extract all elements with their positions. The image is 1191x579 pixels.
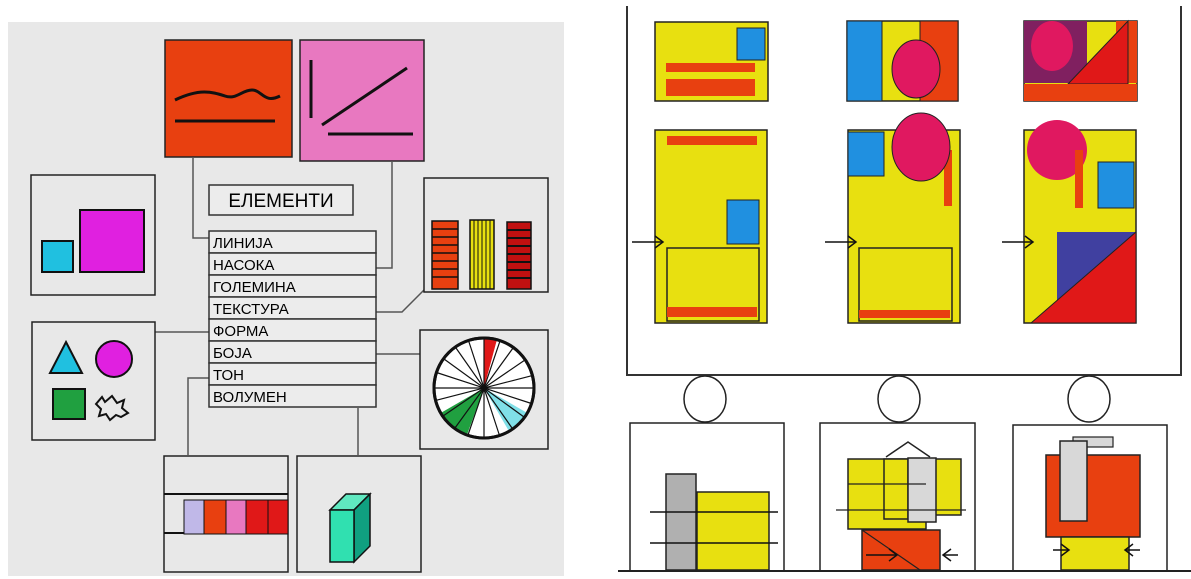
- small-square-icon: [42, 241, 73, 272]
- volume-element-box: [297, 456, 421, 572]
- viewer-head-icon: [684, 376, 726, 422]
- small-composition-1: [655, 22, 768, 101]
- tone-element-box: [164, 456, 288, 572]
- list-item-color: БОЈА: [213, 345, 252, 362]
- list-item-tone: ТОН: [213, 367, 244, 384]
- striped-red-texture-icon: [432, 221, 458, 289]
- large-composition-3: [1002, 120, 1136, 323]
- form-element-box: [32, 322, 155, 440]
- line-element-box: [165, 40, 292, 157]
- large-square-icon: [80, 210, 144, 272]
- sculpture-frame-2: [820, 423, 975, 570]
- circle-icon: [96, 341, 132, 377]
- color-wheel-icon: [434, 338, 534, 438]
- left-diagram: ЕЛЕМЕНТИ ЛИНИЈА НАСОКА ГОЛЕМИНА ТЕКСТУРА…: [8, 22, 564, 576]
- viewer-head-icon: [1068, 376, 1110, 422]
- viewer-head-icon: [878, 376, 920, 422]
- large-composition-2: [825, 113, 960, 323]
- large-composition-1: [632, 130, 767, 323]
- sculpture-frame-3: [1013, 425, 1167, 570]
- sculpture-frame-1: [630, 423, 784, 570]
- elements-title-box: ЕЛЕМЕНТИ: [209, 185, 353, 215]
- list-item-size: ГОЛЕМИНА: [213, 279, 296, 296]
- striped-dark-red-texture-icon: [507, 222, 531, 289]
- tone-scale-icon: [184, 500, 288, 534]
- small-composition-2: [847, 21, 958, 101]
- list-item-texture: ТЕКСТУРА: [213, 301, 289, 318]
- list-item-direction: НАСОКА: [213, 257, 274, 274]
- square-icon: [53, 389, 85, 419]
- size-element-box: [31, 175, 155, 295]
- color-element-box: [420, 330, 548, 449]
- list-item-form: ФОРМА: [213, 323, 268, 340]
- list-item-volume: ВОЛУМЕН: [213, 389, 287, 406]
- box-volume-icon: [330, 494, 370, 562]
- elements-title: ЕЛЕМЕНТИ: [228, 191, 333, 212]
- small-composition-3: [1024, 21, 1137, 101]
- list-item-line: ЛИНИЈА: [213, 235, 273, 252]
- texture-element-box: [424, 178, 548, 292]
- direction-element-box: [300, 40, 424, 161]
- right-diagram: [618, 6, 1191, 571]
- elements-list: ЛИНИЈА НАСОКА ГОЛЕМИНА ТЕКСТУРА ФОРМА БО…: [209, 231, 376, 407]
- striped-yellow-texture-icon: [470, 220, 494, 289]
